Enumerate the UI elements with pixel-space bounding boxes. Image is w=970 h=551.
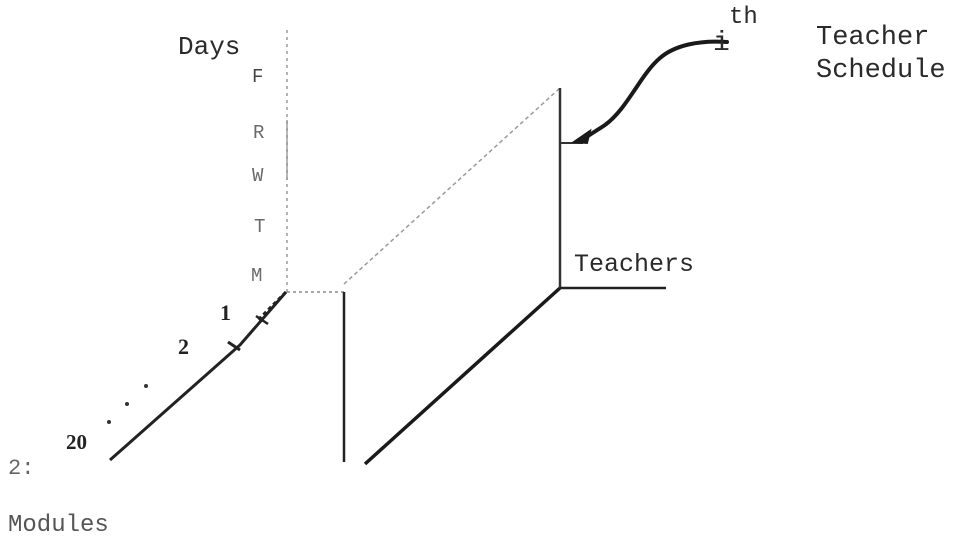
- module-label-2: 2: [178, 334, 189, 359]
- slab-top-edge: [343, 87, 561, 285]
- ellipsis-dot: [107, 420, 111, 424]
- day-label-t: T: [254, 216, 266, 238]
- callout-index: i: [713, 28, 730, 59]
- day-label-f: F: [252, 66, 264, 88]
- module-tick-1: [255, 314, 269, 326]
- module-tick-2: [227, 340, 241, 352]
- day-label-r: R: [253, 122, 265, 144]
- ellipsis-dot: [144, 384, 148, 388]
- callout-curve: [583, 39, 729, 140]
- module-label-21: 2:: [8, 456, 35, 481]
- day-label-w: W: [252, 165, 264, 187]
- module-label-20: 20: [66, 430, 87, 454]
- callout-superscript: th: [729, 4, 758, 31]
- day-label-m: M: [251, 265, 263, 287]
- modules-axis-title: Modules: [8, 512, 109, 539]
- slab-bottom-edge: [363, 286, 562, 466]
- teachers-axis-title: Teachers: [574, 250, 695, 279]
- ellipsis-dot: [125, 402, 129, 406]
- arrowhead-icon: [571, 128, 592, 145]
- days-axis-title: Days: [178, 32, 241, 62]
- callout-line-2: Schedule: [816, 56, 946, 86]
- module-label-1: 1: [220, 300, 231, 325]
- modules-axis-solid: [109, 291, 288, 462]
- callout-line-1: Teacher: [816, 23, 930, 53]
